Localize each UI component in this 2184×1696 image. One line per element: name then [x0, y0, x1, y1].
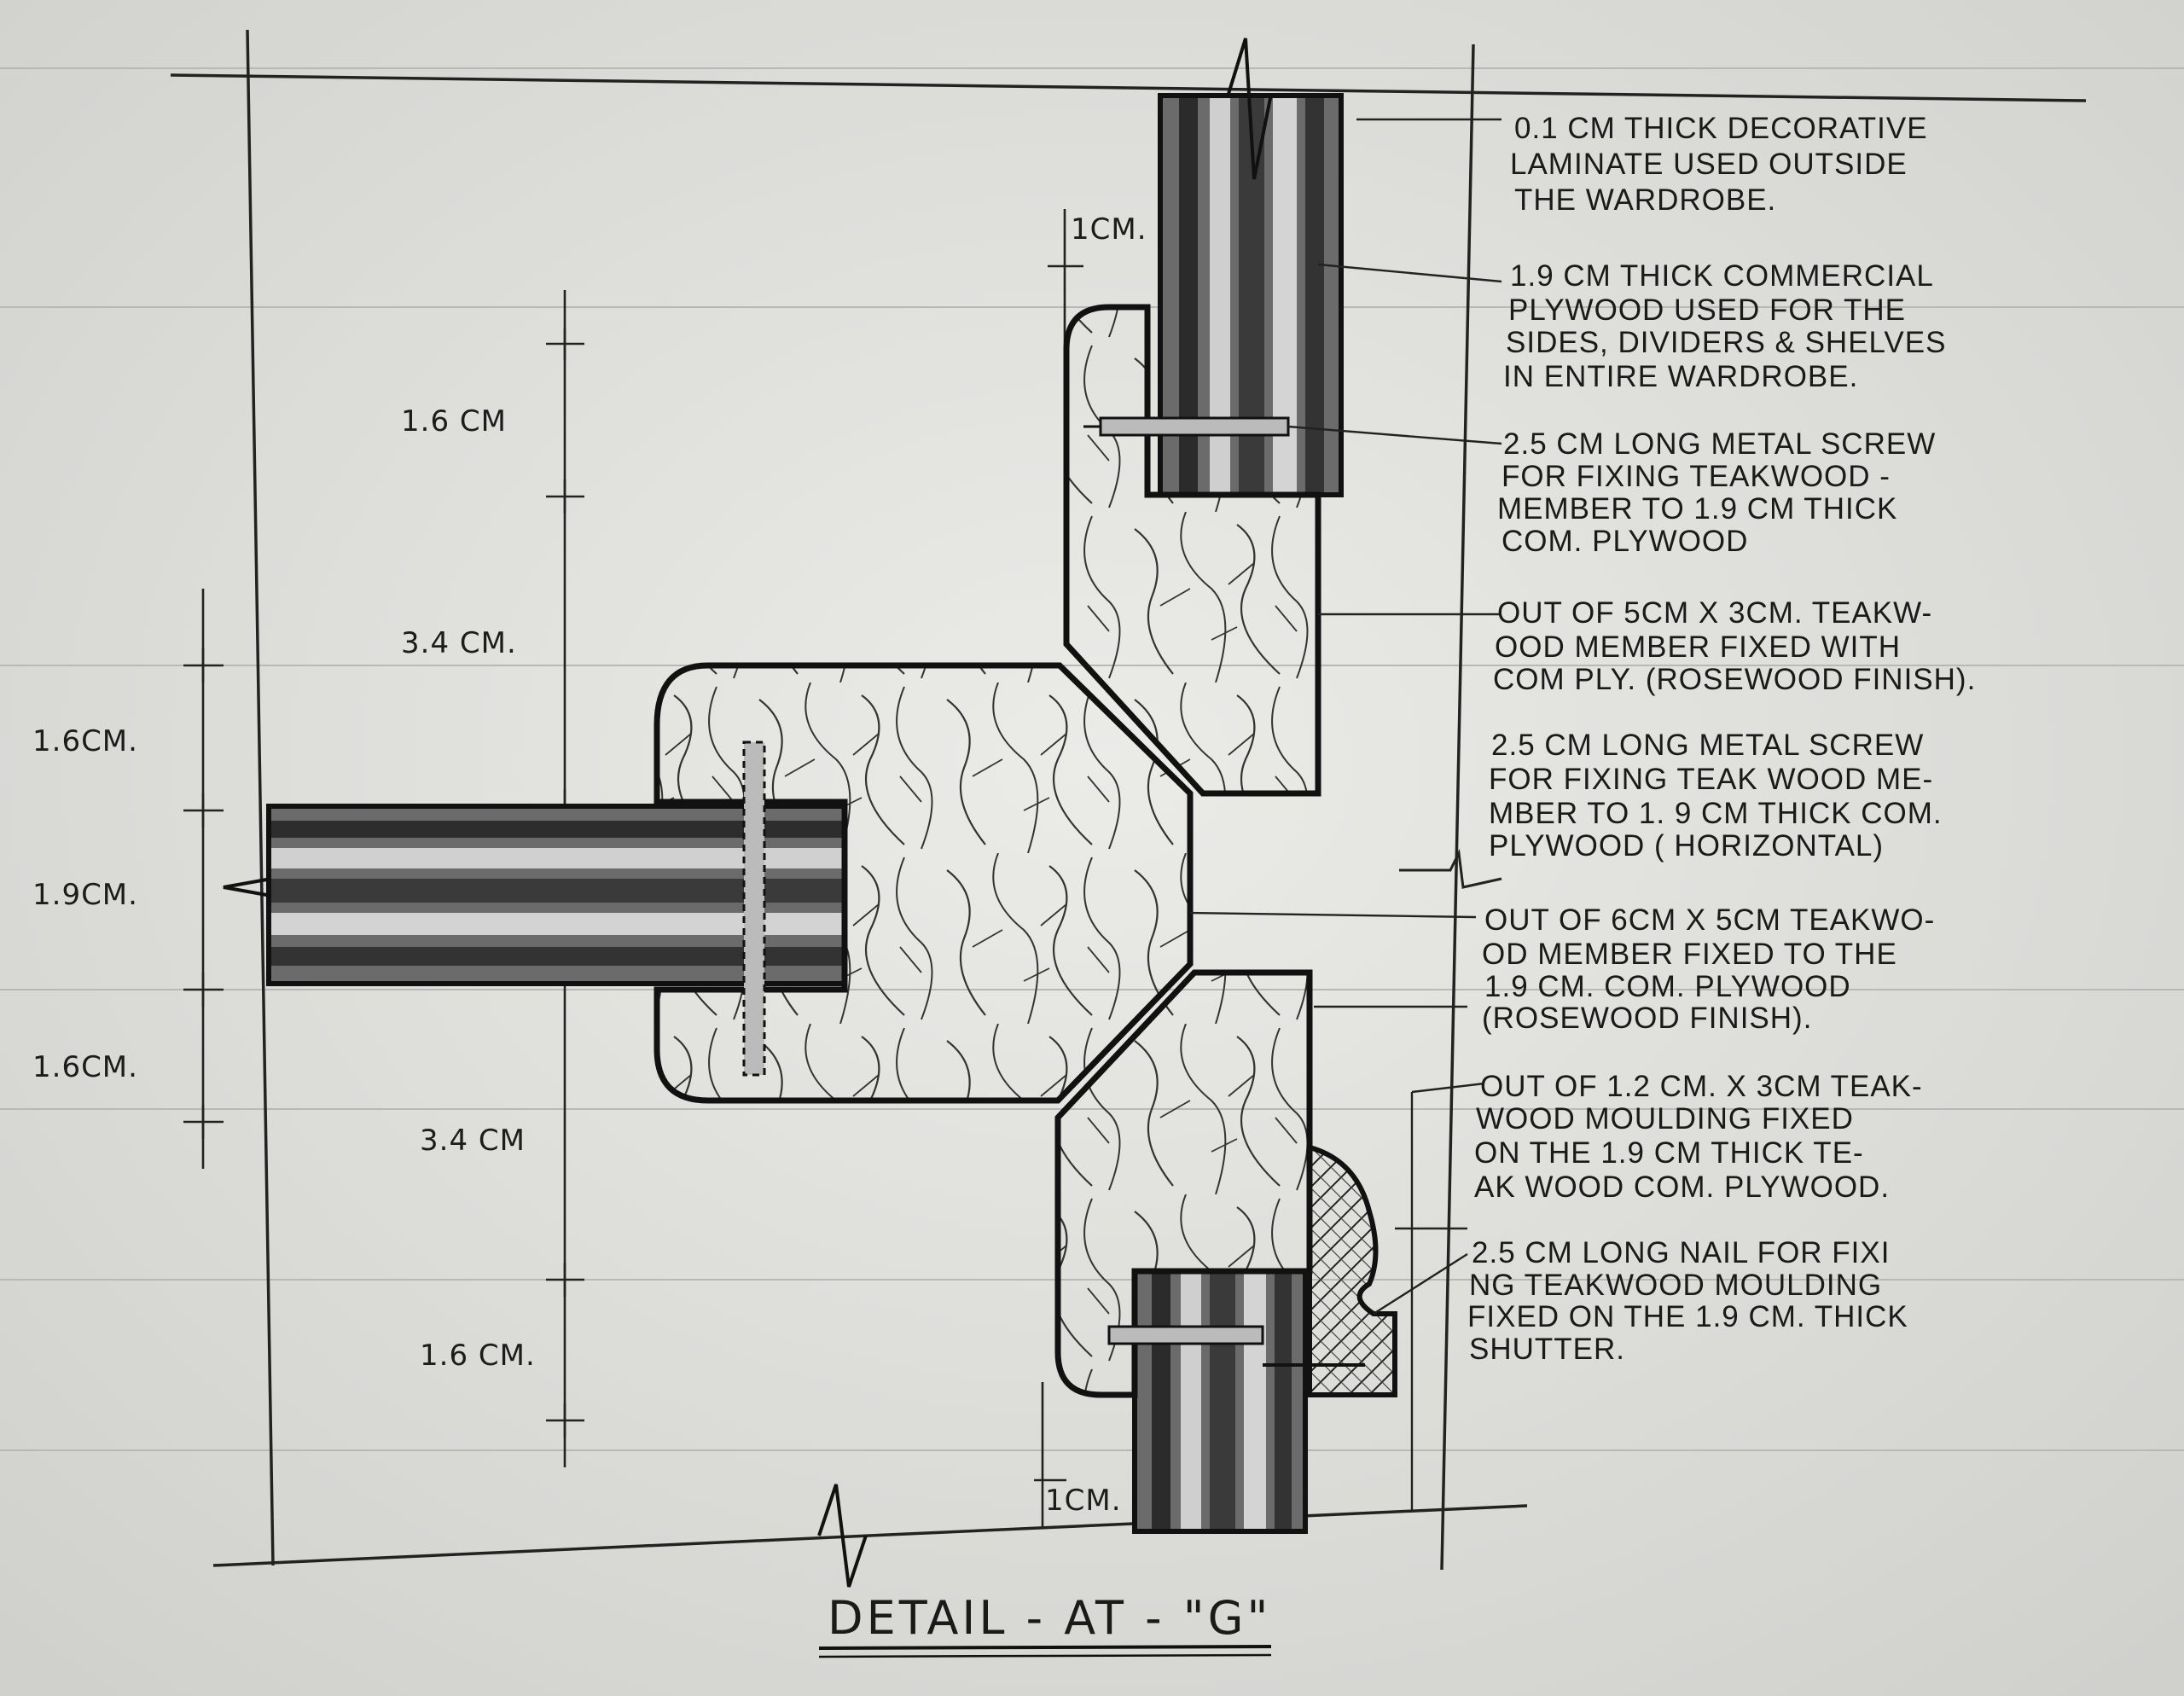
- dim-upper-3-4: 3.4 CM.: [401, 626, 517, 660]
- svg-text:PLYWOOD ( HORIZONTAL): PLYWOOD ( HORIZONTAL): [1489, 829, 1884, 863]
- break-mark-right: [1399, 848, 1502, 889]
- vertical-plywood-bottom: [1132, 1269, 1308, 1534]
- svg-text:COM PLY. (ROSEWOOD FINISH).: COM PLY. (ROSEWOOD FINISH).: [1493, 663, 1976, 696]
- dim-left-1-6-top: 1.6CM.: [32, 724, 138, 758]
- svg-text:PLYWOOD USED FOR THE: PLYWOOD USED FOR THE: [1508, 293, 1906, 327]
- dim-top-1-6: 1.6 CM: [401, 404, 507, 439]
- svg-text:SHUTTER.: SHUTTER.: [1469, 1333, 1625, 1366]
- dimension-labels: 1CM. 1.6 CM 3.4 CM. 1.6CM. 1.9CM. 1.6CM.…: [32, 212, 1147, 1518]
- svg-text:FOR FIXING TEAKWOOD -: FOR FIXING TEAKWOOD -: [1502, 460, 1891, 493]
- svg-text:FIXED ON THE 1.9 CM. THICK: FIXED ON THE 1.9 CM. THICK: [1467, 1300, 1908, 1333]
- svg-text:OUT OF 5CM X 3CM. TEAKW-: OUT OF 5CM X 3CM. TEAKW-: [1497, 596, 1932, 630]
- note-laminate: 0.1 CM THICK DECORATIVE LAMINATE USED OU…: [1510, 112, 1928, 217]
- note-teak-member-5x3: OUT OF 5CM X 3CM. TEAKW- OOD MEMBER FIXE…: [1493, 596, 1976, 696]
- note-nail: 2.5 CM LONG NAIL FOR FIXI NG TEAKWOOD MO…: [1467, 1236, 1908, 1366]
- svg-text:2.5 CM LONG METAL SCREW: 2.5 CM LONG METAL SCREW: [1491, 729, 1924, 762]
- svg-text:FOR FIXING TEAK WOOD ME-: FOR FIXING TEAK WOOD ME-: [1489, 763, 1933, 796]
- note-plywood: 1.9 CM THICK COMMERCIAL PLYWOOD USED FOR…: [1503, 259, 1946, 393]
- dim-bottom-1cm: 1CM.: [1045, 1484, 1122, 1518]
- note-screw-vertical: 2.5 CM LONG METAL SCREW FOR FIXING TEAKW…: [1497, 427, 1936, 558]
- svg-text:1.9 CM THICK COMMERCIAL: 1.9 CM THICK COMMERCIAL: [1510, 259, 1934, 293]
- metal-screws: [742, 416, 1290, 1345]
- note-teak-moulding: OUT OF 1.2 CM. X 3CM TEAK- WOOD MOULDING…: [1474, 1070, 1923, 1204]
- svg-text:2.5 CM LONG NAIL FOR FIXI: 2.5 CM LONG NAIL FOR FIXI: [1472, 1236, 1890, 1269]
- drawing-title: DETAIL - AT - "G": [828, 1591, 1271, 1645]
- svg-text:OUT OF 1.2 CM. X 3CM TEAK-: OUT OF 1.2 CM. X 3CM TEAK-: [1480, 1070, 1923, 1103]
- svg-text:(ROSEWOOD FINISH).: (ROSEWOOD FINISH).: [1482, 1002, 1812, 1035]
- svg-text:AK WOOD COM. PLYWOOD.: AK WOOD COM. PLYWOOD.: [1474, 1170, 1890, 1204]
- dim-lower-3-4: 3.4 CM: [420, 1124, 526, 1158]
- svg-text:ON THE 1.9 CM THICK TE-: ON THE 1.9 CM THICK TE-: [1474, 1136, 1864, 1170]
- svg-text:NG TEAKWOOD MOULDING: NG TEAKWOOD MOULDING: [1469, 1269, 1882, 1302]
- dim-top-1cm: 1CM.: [1071, 212, 1147, 247]
- lower-teak-member: [1054, 969, 1313, 1398]
- title-underline: [818, 1645, 1272, 1650]
- svg-text:OD MEMBER FIXED TO THE: OD MEMBER FIXED TO THE: [1482, 938, 1897, 971]
- note-teak-member-6x5: OUT OF 6CM X 5CM TEAKWO- OD MEMBER FIXED…: [1482, 903, 1935, 1035]
- central-teak-member: [653, 662, 1194, 1104]
- svg-text:SIDES, DIVIDERS & SHELVES: SIDES, DIVIDERS & SHELVES: [1506, 326, 1946, 359]
- material-notes: 0.1 CM THICK DECORATIVE LAMINATE USED OU…: [1467, 112, 1976, 1366]
- svg-text:COM. PLYWOOD: COM. PLYWOOD: [1502, 525, 1748, 558]
- leader-lines: [1189, 118, 1502, 1510]
- svg-text:WOOD MOULDING FIXED: WOOD MOULDING FIXED: [1476, 1102, 1854, 1136]
- svg-text:THE WARDROBE.: THE WARDROBE.: [1514, 183, 1776, 217]
- teak-moulding: [1307, 1144, 1397, 1397]
- note-screw-horizontal: 2.5 CM LONG METAL SCREW FOR FIXING TEAK …: [1489, 729, 1943, 863]
- svg-text:LAMINATE USED OUTSIDE: LAMINATE USED OUTSIDE: [1510, 148, 1908, 181]
- svg-text:1.9 CM. COM. PLYWOOD: 1.9 CM. COM. PLYWOOD: [1484, 970, 1851, 1003]
- dim-left-1-9: 1.9CM.: [32, 878, 138, 912]
- dim-bottom-1-6: 1.6 CM.: [420, 1339, 536, 1373]
- svg-text:MEMBER TO 1.9 CM THICK: MEMBER TO 1.9 CM THICK: [1497, 492, 1897, 526]
- title-underline-2: [818, 1653, 1272, 1658]
- svg-text:OUT OF 6CM X 5CM TEAKWO-: OUT OF 6CM X 5CM TEAKWO-: [1484, 903, 1935, 937]
- break-mark-bottom: [817, 1484, 868, 1588]
- frame-lines: [170, 29, 2087, 1571]
- svg-text:MBER TO 1. 9 CM THICK COM.: MBER TO 1. 9 CM THICK COM.: [1489, 797, 1943, 830]
- svg-text:OOD MEMBER FIXED WITH: OOD MEMBER FIXED WITH: [1495, 630, 1901, 664]
- svg-text:IN ENTIRE WARDROBE.: IN ENTIRE WARDROBE.: [1503, 360, 1858, 393]
- dim-left-1-6-bottom: 1.6CM.: [32, 1050, 138, 1084]
- svg-text:2.5 CM LONG METAL SCREW: 2.5 CM LONG METAL SCREW: [1503, 427, 1936, 461]
- svg-text:0.1 CM THICK DECORATIVE: 0.1 CM THICK DECORATIVE: [1514, 112, 1928, 145]
